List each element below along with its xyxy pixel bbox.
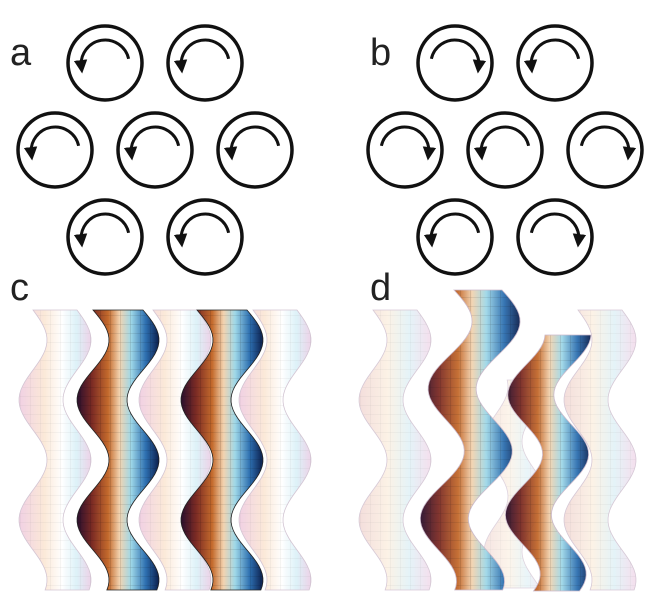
panel-b-rotation-arrow-6 bbox=[423, 212, 481, 248]
panel-b-rotation-lattice bbox=[366, 24, 644, 276]
panel-b-circle-4 bbox=[466, 111, 544, 189]
panel-a-rotation-arrow-5 bbox=[223, 125, 281, 161]
panel-d-helix-tube-2 bbox=[505, 334, 592, 592]
panel-d-helix-bundle bbox=[358, 289, 637, 592]
panel-a-rotation-arrow-6 bbox=[73, 212, 131, 248]
panel-c-helix-tube-1 bbox=[76, 309, 160, 591]
panel-a-rotation-arrow-2 bbox=[173, 38, 231, 74]
panel-a-rotation-arrow-7 bbox=[173, 212, 231, 248]
panel-a-rotation-lattice bbox=[16, 24, 294, 276]
panel-c-helix-tube-2 bbox=[180, 309, 264, 591]
panel-d-faded-tube-2 bbox=[563, 309, 637, 591]
panel-b-rotation-arrow-7 bbox=[529, 212, 587, 248]
panel-a-circle-1 bbox=[66, 24, 144, 102]
panel-b-rotation-arrow-5 bbox=[579, 125, 637, 161]
panel-b-rotation-arrow-4 bbox=[473, 125, 531, 161]
panel-label-c: c bbox=[10, 267, 29, 309]
panel-b-circle-3 bbox=[366, 111, 444, 189]
panel-a-circle-3 bbox=[16, 111, 94, 189]
panel-b-circle-6 bbox=[416, 198, 494, 276]
panel-b-circle-5 bbox=[566, 111, 644, 189]
panel-d-faded-tube-1 bbox=[358, 309, 432, 591]
panel-a-circle-5 bbox=[216, 111, 294, 189]
panel-b-circle-1 bbox=[416, 24, 494, 102]
panel-label-d: d bbox=[370, 267, 391, 309]
panel-b-rotation-arrow-1 bbox=[429, 38, 487, 74]
panel-b-circle-7 bbox=[516, 198, 594, 276]
panel-a-rotation-arrow-1 bbox=[73, 38, 131, 74]
panel-d-helix-tube-1 bbox=[419, 289, 521, 591]
panel-a-circle-2 bbox=[166, 24, 244, 102]
panel-a-rotation-arrow-4 bbox=[123, 125, 181, 161]
panel-c-faded-tube-3 bbox=[238, 309, 312, 591]
panel-a-circle-6 bbox=[66, 198, 144, 276]
panel-a-circle-4 bbox=[116, 111, 194, 189]
panel-a-circle-7 bbox=[166, 198, 244, 276]
panel-c-faded-tube-1 bbox=[18, 309, 92, 591]
panel-b-rotation-arrow-2 bbox=[523, 38, 581, 74]
panel-c-helix-bundle bbox=[18, 309, 312, 591]
panel-label-a: a bbox=[10, 32, 32, 74]
panel-label-b: b bbox=[370, 32, 391, 74]
panel-b-circle-2 bbox=[516, 24, 594, 102]
panel-a-rotation-arrow-3 bbox=[23, 125, 81, 161]
panel-b-rotation-arrow-3 bbox=[379, 125, 437, 161]
